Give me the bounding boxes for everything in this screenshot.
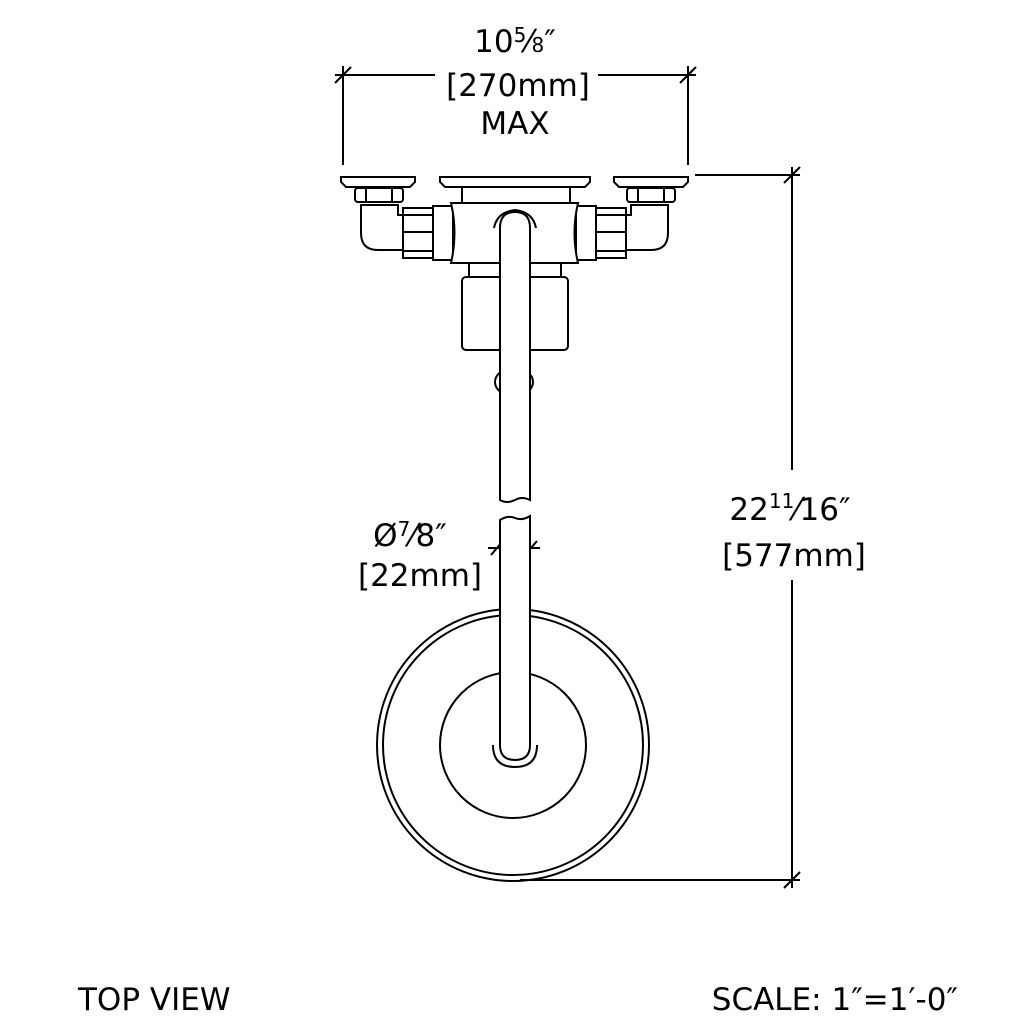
spout-pipe <box>499 514 531 762</box>
diameter-metric: [22mm] <box>358 558 482 594</box>
diameter-imperial: Ø7⁄8″ <box>373 517 447 554</box>
width-qualifier: MAX <box>480 106 549 142</box>
width-dimension-line <box>334 66 697 165</box>
view-label: TOP VIEW <box>77 982 230 1018</box>
scale-label: SCALE: 1″=1′-0″ <box>712 982 958 1018</box>
height-dimension-line <box>520 166 801 889</box>
width-imperial: 105⁄8″ <box>474 23 556 60</box>
height-imperial: 2211⁄16″ <box>729 489 850 528</box>
height-metric: [577mm] <box>722 538 866 574</box>
width-metric: [270mm] <box>446 68 590 104</box>
valve-assembly <box>340 176 689 503</box>
